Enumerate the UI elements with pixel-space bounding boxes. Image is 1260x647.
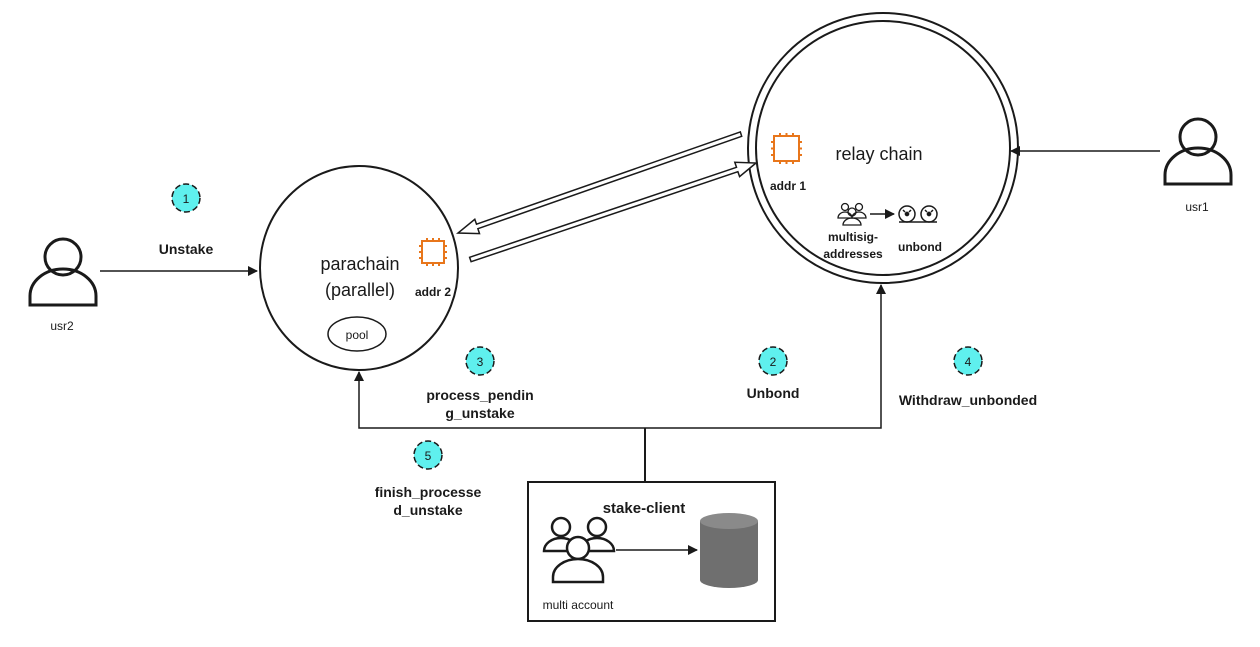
usr1-label: usr1 — [1185, 200, 1209, 214]
usr2-user-icon — [28, 237, 98, 307]
client-to-relay-connector — [645, 284, 886, 429]
usr2-label: usr2 — [50, 319, 74, 333]
stake-client-box: stake-client multi account — [527, 481, 776, 622]
usr1-user-icon — [1163, 117, 1233, 186]
parachain-node: parachain (parallel) addr 2 pool — [259, 165, 459, 371]
multisig-label-line1: multisig- — [828, 230, 878, 244]
step-3-label-line1: process_pendin — [426, 387, 533, 403]
client-to-parachain-connector — [354, 371, 645, 429]
parachain-subtitle: (parallel) — [325, 280, 395, 300]
multi-account-users-icon — [542, 516, 616, 584]
chip-icon — [419, 238, 447, 266]
relay-address-label: addr 1 — [770, 179, 806, 193]
database-icon — [700, 513, 758, 588]
unbond-label: unbond — [898, 240, 942, 254]
step-5-label-line2: d_unstake — [393, 502, 462, 518]
step-1-label: Unstake — [159, 241, 214, 257]
step-3-number: 3 — [477, 355, 484, 369]
step-5-label-line1: finish_processe — [375, 484, 482, 500]
chip-icon — [771, 133, 802, 164]
step-1: 1 Unstake — [159, 183, 214, 257]
step-1-number: 1 — [183, 192, 190, 206]
step-4-label: Withdraw_unbonded — [899, 392, 1037, 408]
step-3-label-line2: g_unstake — [445, 405, 514, 421]
step-2-number: 2 — [770, 355, 777, 369]
relay-chain-node: relay chain addr 1 multisig- addresses u — [747, 12, 1019, 284]
step-2-label: Unbond — [747, 385, 800, 401]
pool-label: pool — [346, 328, 369, 342]
parachain-relay-channel — [455, 130, 759, 263]
parachain-title: parachain — [320, 254, 399, 274]
step-3: 3 process_pendin g_unstake — [426, 346, 534, 421]
step-5: 5 finish_processe d_unstake — [375, 440, 482, 518]
multisig-users-icon — [837, 202, 867, 226]
multisig-label-line2: addresses — [823, 247, 883, 261]
multi-account-label: multi account — [543, 598, 614, 612]
step-4: 4 Withdraw_unbonded — [899, 346, 1037, 408]
tape-reel-icon — [898, 205, 938, 223]
pool-node — [327, 316, 387, 352]
step-4-number: 4 — [965, 355, 972, 369]
stake-client-title: stake-client — [603, 500, 686, 517]
step-2: 2 Unbond — [747, 346, 800, 401]
step-5-number: 5 — [425, 449, 432, 463]
relay-chain-title: relay chain — [835, 144, 922, 164]
parachain-address-label: addr 2 — [415, 285, 451, 299]
